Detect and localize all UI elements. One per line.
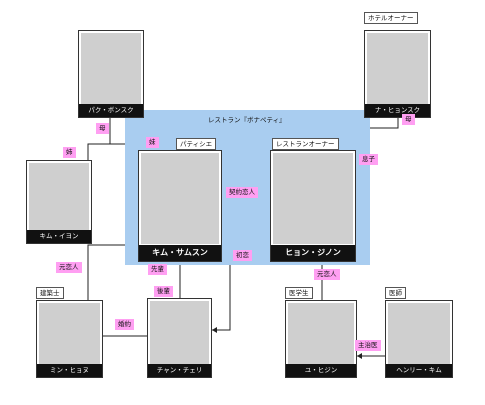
line-samsoon-min — [87, 244, 140, 300]
person-name: キム・サムスン — [139, 245, 221, 261]
tag-junior: 後輩 — [154, 286, 173, 297]
person-na-hyunsook: ナ・ヒョンスク — [364, 30, 431, 118]
person-kim-iyoung: キム・イヨン — [26, 160, 92, 244]
tag-older-sister: 姉 — [63, 147, 76, 158]
person-name: ヒョン・ジノン — [271, 245, 355, 261]
portrait-image — [288, 303, 354, 364]
person-kim-samsoon: キム・サムスン — [138, 150, 222, 262]
role-restaurant-owner: レストランオーナー — [272, 138, 339, 150]
tag-first-love: 初恋 — [233, 250, 252, 261]
tag-younger-sister: 妹 — [146, 137, 159, 148]
tag-engaged: 婚約 — [115, 319, 134, 330]
tag-ex-lover-right: 元恋人 — [314, 269, 340, 280]
portrait-image — [388, 303, 450, 364]
portrait-image — [367, 33, 428, 104]
person-name: ミン・ヒョヌ — [37, 364, 102, 377]
tag-mother-right: 母 — [402, 114, 415, 125]
person-name: キム・イヨン — [27, 230, 91, 243]
role-hotel-owner: ホテルオーナー — [364, 12, 418, 24]
person-name: ナ・ヒョンスク — [365, 104, 430, 117]
person-name: パク・ボンスク — [79, 104, 143, 117]
person-name: ユ・ヒジン — [286, 364, 356, 377]
person-park-bongsook: パク・ボンスク — [78, 30, 144, 118]
arrow-hyun-chaeri — [212, 327, 217, 333]
portrait-image — [273, 153, 353, 244]
tag-contract-lover: 契約恋人 — [226, 187, 258, 198]
person-henry-kim: ヘンリー・キム — [385, 300, 453, 378]
person-jang-chaeri: チャン・チェリ — [147, 298, 212, 378]
tag-ex-lover-left: 元恋人 — [56, 262, 82, 273]
person-min-hyunwoo: ミン・ヒョヌ — [36, 300, 103, 378]
portrait-image — [81, 33, 141, 104]
role-architect: 建築士 — [36, 287, 64, 299]
role-doctor: 医師 — [385, 287, 406, 299]
tag-mother-left: 母 — [96, 123, 109, 134]
portrait-image — [39, 303, 100, 364]
tag-attending-doctor: 主治医 — [355, 340, 381, 351]
portrait-image — [150, 301, 209, 364]
tag-son: 息子 — [359, 154, 378, 165]
restaurant-group-title: レストラン『ボナペティ』 — [208, 116, 286, 124]
person-name: チャン・チェリ — [148, 364, 211, 377]
person-yu-heejin: ユ・ヒジン — [285, 300, 357, 378]
portrait-image — [141, 153, 219, 244]
person-hyun-jinheon: ヒョン・ジノン — [270, 150, 356, 262]
role-medical-student: 医学生 — [285, 287, 313, 299]
role-patissier: パティシエ — [176, 138, 217, 150]
portrait-image — [29, 163, 89, 230]
arrow-doctor — [357, 353, 362, 359]
tag-senior: 先輩 — [148, 264, 167, 275]
person-name: ヘンリー・キム — [386, 364, 452, 377]
